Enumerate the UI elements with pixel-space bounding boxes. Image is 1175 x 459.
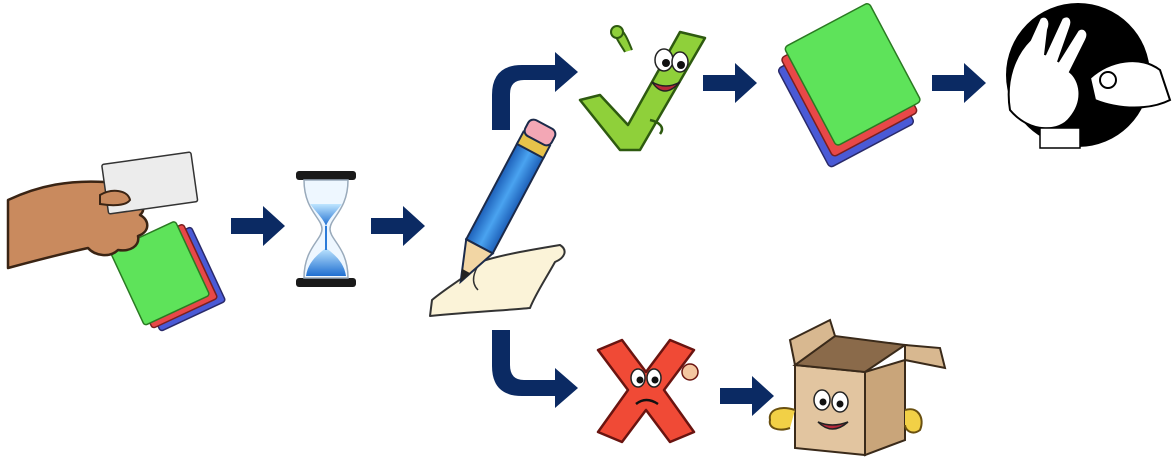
- cardboard-box-icon: [768, 318, 947, 457]
- colored-cards-stack-icon: [777, 3, 921, 168]
- branch-arrow-up: [492, 52, 578, 130]
- flow-arrow-4: [932, 63, 986, 103]
- flow-arrow-3: [703, 63, 757, 103]
- red-x-mascot-icon: [596, 338, 699, 444]
- flow-arrow-5: [720, 376, 774, 416]
- hand-holding-card-icon: [6, 151, 226, 332]
- flow-arrow-2: [371, 206, 425, 246]
- pencil-writing-icon: [429, 118, 566, 317]
- flow-arrow-1: [231, 206, 285, 246]
- sign-language-hands-icon: [1006, 3, 1172, 149]
- green-check-mascot-icon: [578, 25, 707, 152]
- hourglass-icon: [296, 171, 356, 287]
- branch-arrow-down: [492, 330, 578, 408]
